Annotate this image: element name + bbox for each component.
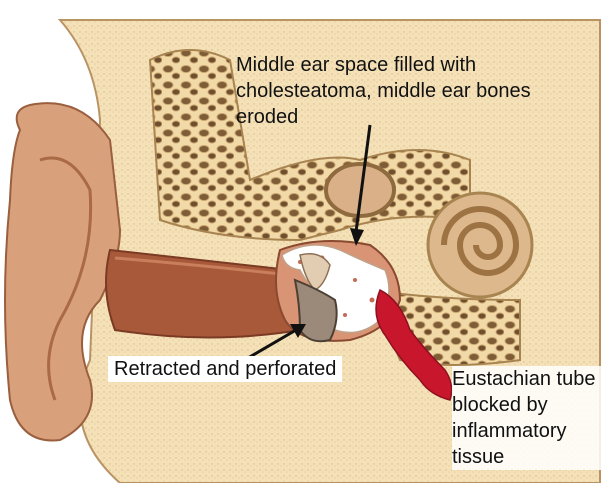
label-middle-ear: Middle ear space filled with cholesteato… bbox=[236, 52, 596, 130]
label-eustachian-tube: Eustachian tube blocked by inflammatory … bbox=[452, 366, 612, 470]
cochlea bbox=[428, 193, 532, 297]
label-eardrum: Retracted and perforated bbox=[108, 356, 342, 382]
